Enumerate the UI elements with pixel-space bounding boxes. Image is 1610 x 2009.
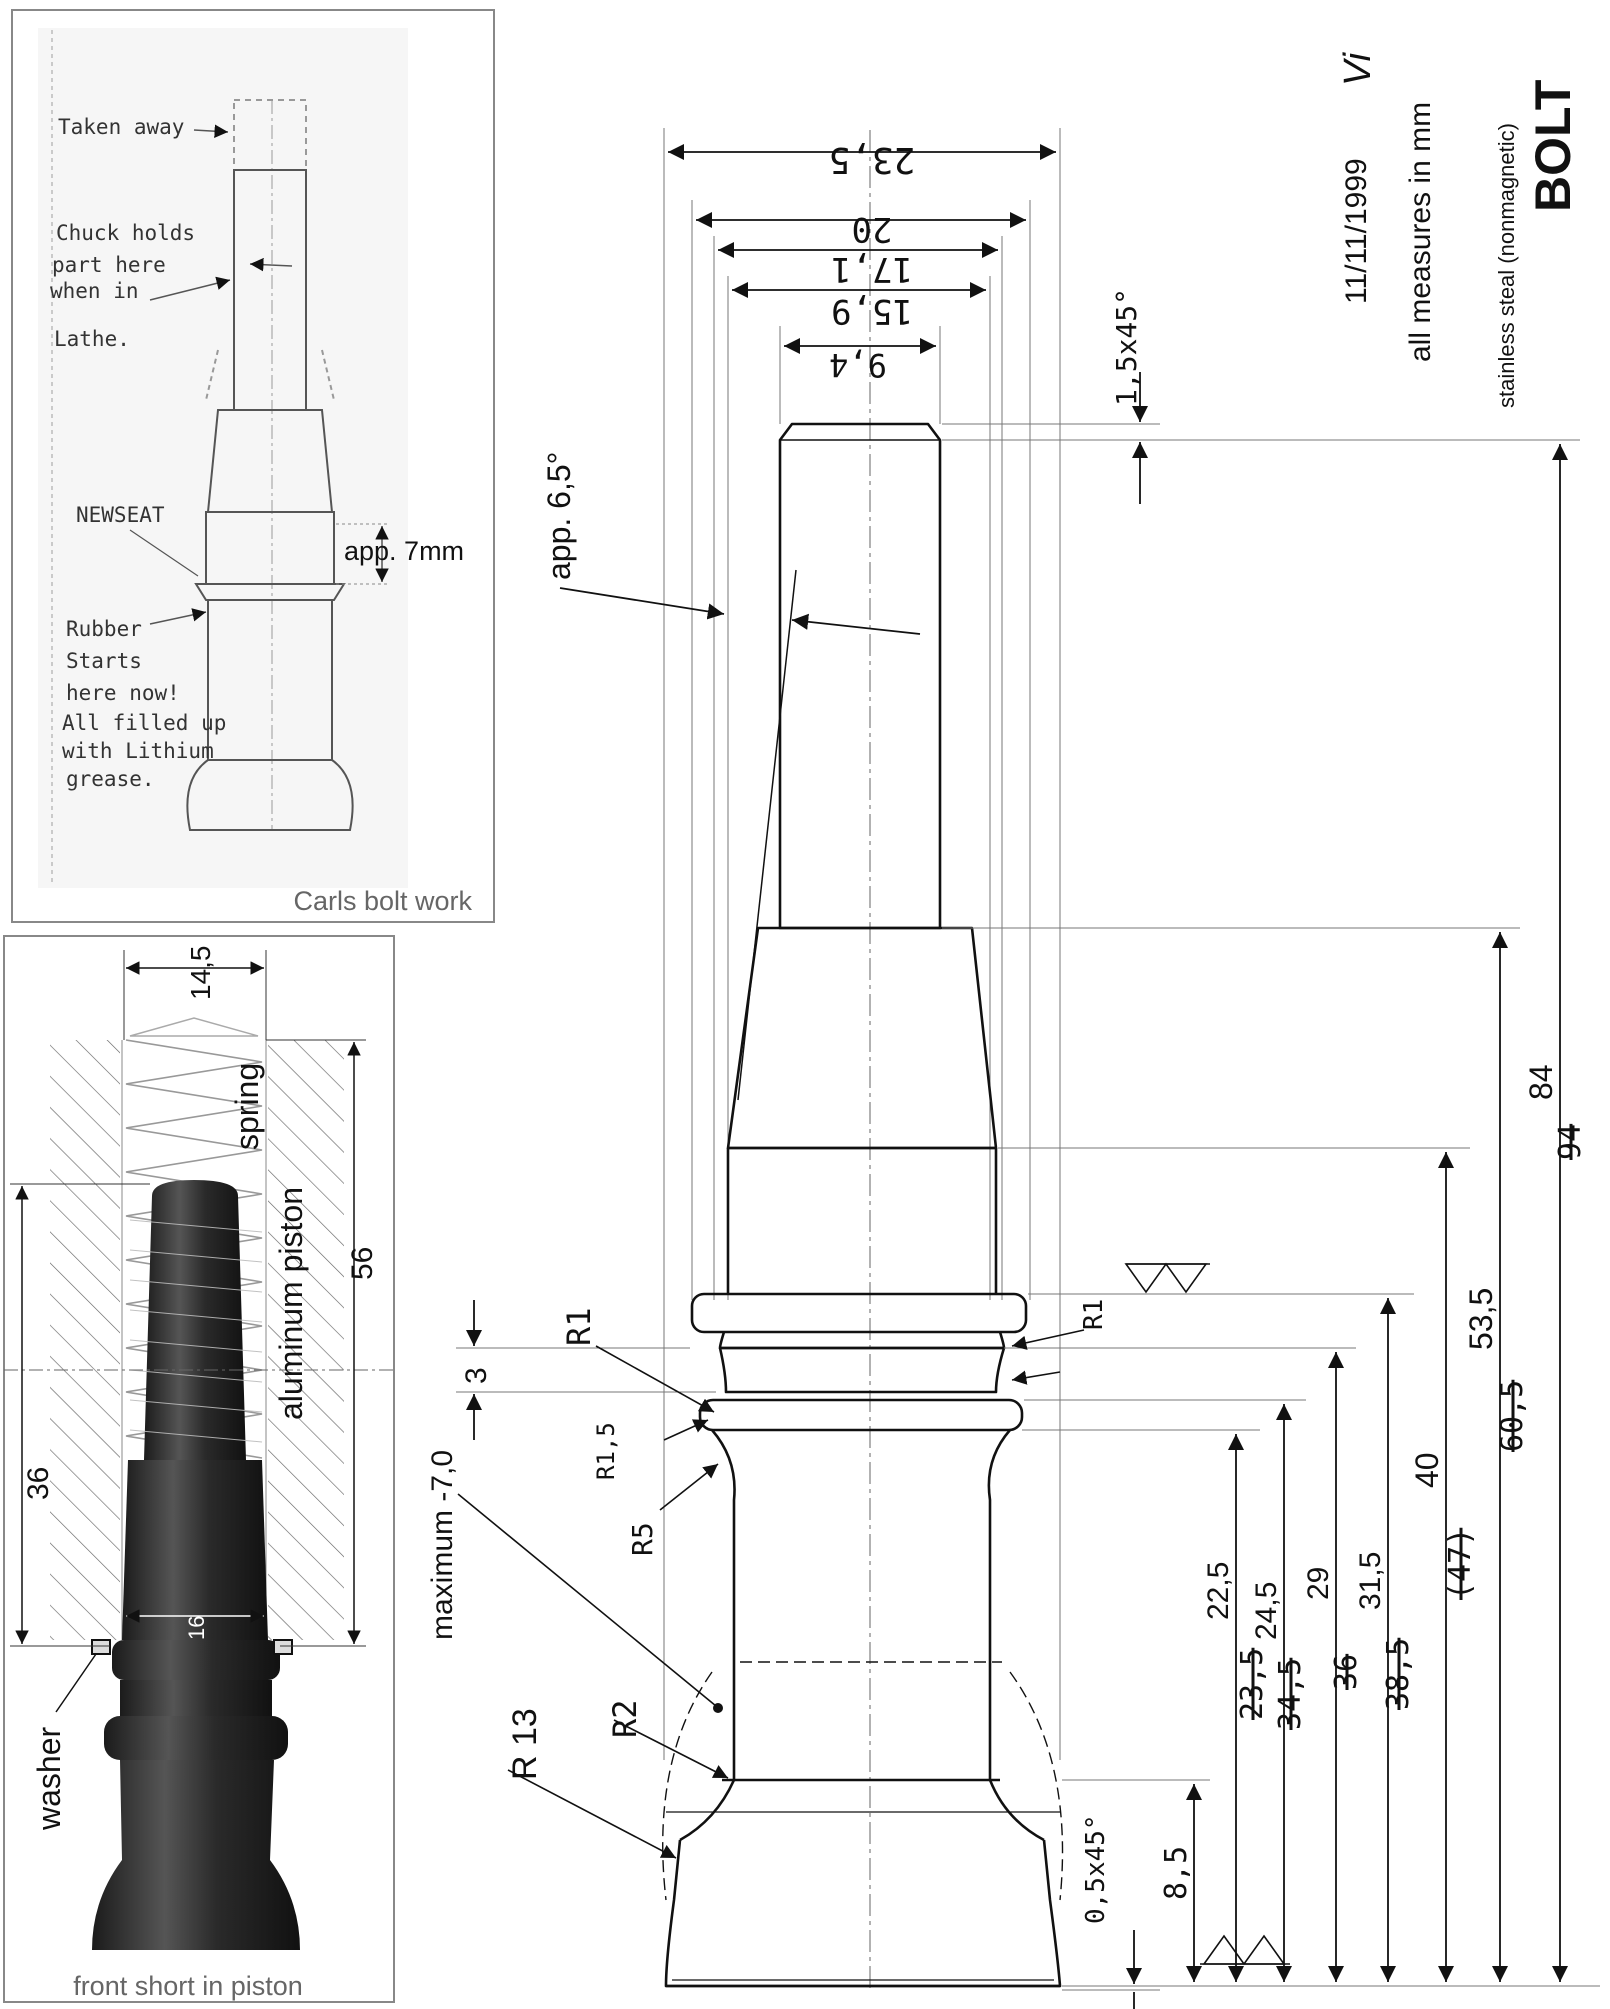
- sketch-panel: Taken away Chuck holds part here when in…: [11, 9, 495, 923]
- dim-height-22-5: 22,5: [1202, 1562, 1235, 1620]
- photo-dim-16: 16: [184, 1616, 209, 1640]
- photo-dim-36: 36: [22, 1467, 55, 1500]
- title-part-name: BOLT: [1525, 80, 1581, 212]
- photo-label-spring: spring: [229, 1063, 265, 1150]
- dim-height-24-5: 24,5: [1250, 1582, 1283, 1640]
- title-units-note: all measures in mm: [1404, 102, 1437, 362]
- note-radius-r1-left: R1: [560, 1307, 598, 1346]
- sketch-note-rubber-6: grease.: [66, 767, 155, 791]
- dim-height-60-5-struck: 60,5: [1495, 1380, 1530, 1452]
- dim-width-9-4: 9,4: [829, 346, 887, 384]
- note-maximum: maximum -7,0: [426, 1450, 459, 1640]
- sketch-note-rubber-1: Rubber: [66, 617, 142, 641]
- photo-label-washer: washer: [31, 1727, 67, 1832]
- surface-finish-symbol-bottom: [1200, 1934, 1290, 1966]
- bolt-photo: [92, 1180, 300, 1950]
- bolt-outline: [664, 422, 1062, 1988]
- dim-width-17-1: 17,1: [831, 249, 913, 289]
- title-material: stainless steal (nonmagnetic): [1494, 123, 1519, 408]
- sketch-note-chuck-4: Lathe.: [54, 327, 130, 351]
- sketch-note-rubber-4: All filled up: [62, 711, 226, 735]
- dim-height-53-5: 53,5: [1463, 1288, 1499, 1350]
- sketch-note-new-seat: NEWSEAT: [76, 503, 165, 527]
- sketch-dim-app-7mm: app. 7mm: [344, 536, 464, 566]
- sketch-caption: Carls bolt work: [293, 886, 472, 916]
- surface-finish-symbol-top: [1124, 1262, 1210, 1294]
- note-taper-angle: app. 6,5°: [541, 452, 577, 580]
- note-radius-r1-5: R1,5: [592, 1422, 620, 1480]
- dim-height-94-struck: 94: [1553, 1124, 1588, 1160]
- sketch-note-taken-away: Taken away: [58, 115, 184, 139]
- sketch-note-chuck-3: when in: [50, 279, 139, 303]
- dim-height-8-5: 8,5: [1159, 1846, 1194, 1900]
- title-block: 11/11/1999 Vi all measures in mm stainle…: [1337, 51, 1581, 408]
- photo-caption: front short in piston: [73, 1971, 303, 2001]
- note-dim-3: 3: [460, 1367, 493, 1384]
- note-radius-r5: R5: [626, 1522, 659, 1556]
- dim-height-31-5: 31,5: [1354, 1552, 1387, 1610]
- dim-height-84: 84: [1523, 1064, 1559, 1100]
- sketch-note-chuck-2: part here: [52, 253, 166, 277]
- title-date: 11/11/1999: [1340, 158, 1373, 304]
- sketch-note-rubber-3: here now!: [66, 681, 180, 705]
- sketch-note-rubber-5: with Lithium: [62, 739, 214, 763]
- sketch-note-rubber-2: Starts: [66, 649, 142, 673]
- photo-label-aluminum-piston: aluminum piston: [273, 1187, 309, 1420]
- washer-left: [91, 1639, 111, 1655]
- main-bolt-drawing: 23,5 20 17,1 15,9 9,4: [426, 128, 1600, 2009]
- dim-width-23-5: 23,5: [829, 139, 916, 180]
- note-chamfer-top: 1,5x45°: [1110, 288, 1143, 406]
- dim-width-15-9: 15,9: [831, 291, 913, 331]
- title-signature: Vi: [1337, 51, 1379, 86]
- washer-right: [273, 1639, 293, 1655]
- photo-dim-56: 56: [346, 1247, 379, 1280]
- dim-height-36-struck: 36: [1329, 1654, 1364, 1690]
- dim-height-29: 29: [1302, 1567, 1335, 1600]
- piston-wall-right: [268, 1040, 344, 1640]
- dim-height-34-5-struck: 34,5: [1273, 1658, 1308, 1730]
- dim-width-20: 20: [852, 209, 893, 249]
- note-radius-r13: R 13: [506, 1708, 544, 1780]
- sketch-note-chuck-1: Chuck holds: [56, 221, 195, 245]
- sketch-bolt-outline: [186, 99, 354, 831]
- photo-dim-14-5: 14,5: [185, 946, 216, 1001]
- note-radius-r1-right: R1: [1079, 1299, 1109, 1330]
- piston-wall-left: [50, 1040, 120, 1640]
- note-chamfer-bottom: 0,5x45°: [1081, 1814, 1111, 1924]
- photo-panel: 14,5 56 36 16 spring aluminum piston was…: [3, 935, 395, 2003]
- dim-height-23-5-struck: 23,5: [1235, 1648, 1270, 1720]
- dim-height-38-5-struck: 38,5: [1381, 1638, 1416, 1710]
- sketch-paper: [38, 28, 408, 888]
- dim-height-40: 40: [1409, 1452, 1445, 1488]
- dim-height-47-struck: (47): [1443, 1528, 1478, 1600]
